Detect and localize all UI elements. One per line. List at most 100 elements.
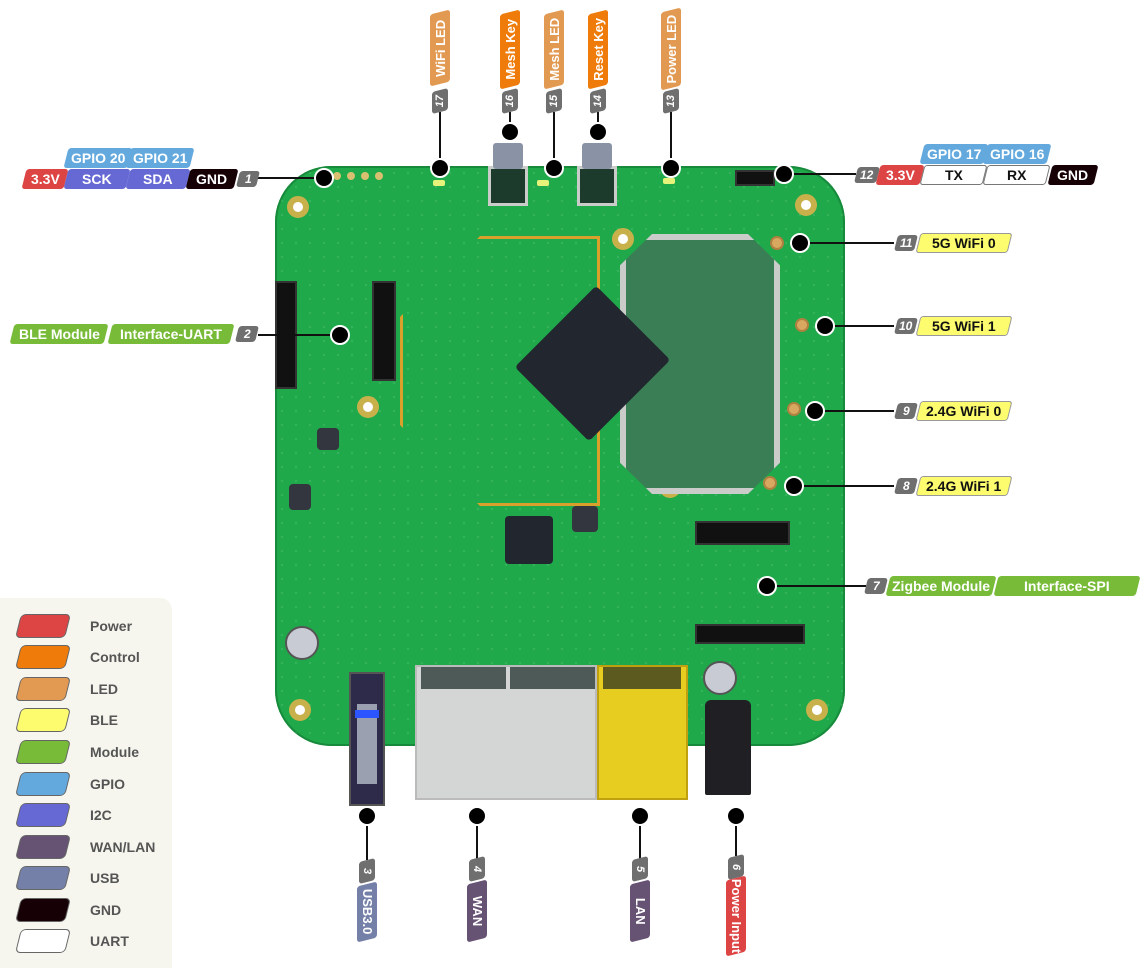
inductor [289,484,311,510]
leader-line [366,816,368,860]
mount-hole [357,396,379,418]
dc-power-jack [705,700,751,795]
power-led [663,178,675,184]
leader-line [476,816,478,860]
pin-17-marker[interactable] [430,158,450,178]
pin-number-14: 14 [590,88,606,114]
pin-number-1: 1 [236,171,260,187]
mesh-key-label: Mesh Key [500,9,520,90]
usb3-port [349,672,385,806]
interface-uart-label: Interface-UART [107,324,235,344]
pin-6-marker[interactable] [726,806,746,826]
pin-3-marker[interactable] [357,806,377,826]
leader-line [258,334,340,336]
zigbee-module-label: Zigbee Module [885,576,997,596]
interface-spi-label: Interface-SPI [993,576,1141,596]
mesh-key-button [488,166,528,206]
uart-swatch [15,929,71,953]
mesh-key-cap [493,143,523,169]
leader-line [553,112,555,168]
uart-tx-label: TX [919,165,988,185]
i2c-sda-label: SDA [125,169,191,189]
lan-port [597,665,688,800]
pin-5-marker[interactable] [630,806,650,826]
pin-1-marker[interactable] [314,168,334,188]
gpio-17-label: GPIO 17 [919,144,989,164]
gpio-swatch [15,772,71,796]
leader-line [670,112,672,168]
usb-swatch [15,866,71,890]
inductor [317,428,339,450]
pin-number-16: 16 [502,88,518,114]
gpio-21-label: GPIO 21 [125,148,195,168]
control-swatch [15,645,71,669]
mesh-led [537,180,549,186]
i2c-swatch [15,803,71,827]
switch-chip [505,516,553,564]
antenna-connector [770,236,784,250]
pin-13-marker[interactable] [661,158,681,178]
legend-label: USB [90,870,120,886]
legend-label: LED [90,681,118,697]
pin-number-10: 10 [894,318,918,334]
legend-item-gnd: GND [12,898,121,922]
gpio-20-label: GPIO 20 [63,148,133,168]
gnd-label: GND [185,169,239,189]
pin-number-4: 4 [469,856,485,882]
power-swatch [15,614,71,638]
pcb-board [275,166,845,746]
ble-module-label: BLE Module [9,324,109,344]
reset-key-button [577,166,617,206]
legend-label: GND [90,902,122,918]
pin-2-marker[interactable] [330,325,350,345]
module-swatch [15,740,71,764]
pin-8-marker[interactable] [784,476,804,496]
pin-9-marker[interactable] [805,401,825,421]
legend-item-module: Module [12,740,139,764]
gpio-16-label: GPIO 16 [982,144,1052,164]
led-swatch [15,677,71,701]
pin-15-marker[interactable] [544,158,564,178]
pin-number-13: 13 [663,88,679,114]
pin-number-8: 8 [894,478,918,494]
pin-number-3: 3 [359,858,375,884]
antenna-connector [787,402,801,416]
5g-wifi-0-label: 5G WiFi 0 [915,233,1013,253]
mount-hole [612,228,634,250]
power-3v3-label: 3.3V [21,169,69,189]
wan-port [415,665,597,800]
legend-item-uart: UART [12,929,129,953]
mesh-led-label: Mesh LED [544,9,564,90]
leader-line [639,816,641,860]
legend: Power Control LED BLE Module GPIO I2C W [0,598,172,968]
pin-4-marker[interactable] [467,806,487,826]
pin-number-5: 5 [632,856,648,882]
legend-label: BLE [90,712,118,728]
gnd-swatch [15,898,71,922]
capacitor [285,626,319,660]
reset-key-cap [582,143,612,169]
pin-11-marker[interactable] [790,233,810,253]
ble-header [372,281,396,381]
pin-number-9: 9 [894,403,918,419]
inductor [572,506,598,532]
pin-16-marker[interactable] [500,122,520,142]
reset-key-label: Reset Key [588,9,608,90]
pin-7-marker[interactable] [757,576,777,596]
pin-10-marker[interactable] [815,316,835,336]
legend-label: I2C [90,807,112,823]
pin-12-marker[interactable] [774,164,794,184]
legend-item-ble: BLE [12,708,118,732]
legend-item-i2c: I2C [12,803,112,827]
pin-number-17: 17 [432,88,448,114]
i2c-pad [333,172,341,180]
ble-swatch [15,708,71,732]
pin-header [695,624,805,644]
uart-header [735,170,775,186]
legend-item-usb: USB [12,866,120,890]
zigbee-header [695,521,790,545]
gnd-label: GND [1047,165,1099,185]
wan-label: WAN [467,879,487,943]
mount-hole [795,194,817,216]
pin-14-marker[interactable] [588,122,608,142]
